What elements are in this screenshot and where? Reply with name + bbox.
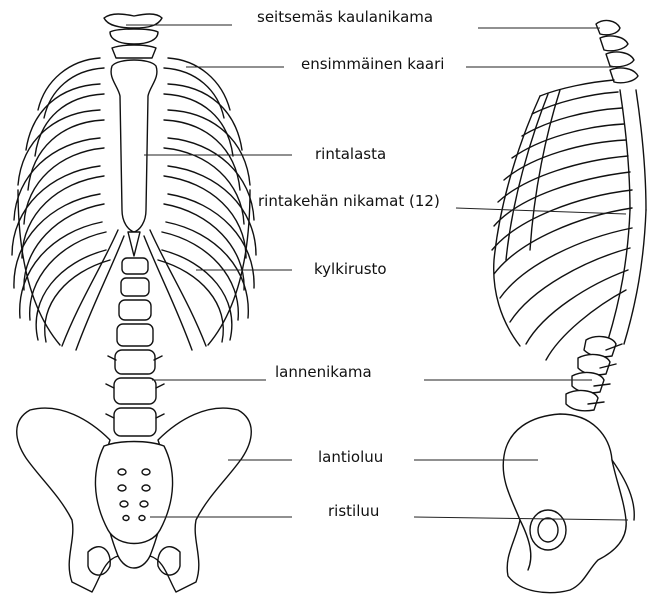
- label-sternum: rintalasta: [315, 145, 386, 163]
- label-lumbar-vertebra: lannenikama: [275, 363, 372, 381]
- sternum: [111, 60, 157, 232]
- side-spine: [566, 21, 646, 411]
- front-cervical: [104, 14, 162, 58]
- front-view: [12, 14, 256, 592]
- front-spine: [106, 258, 164, 436]
- side-view: [492, 21, 646, 593]
- label-cervical-vertebra: seitsemäs kaulanikama: [257, 8, 433, 26]
- label-thoracic-vertebrae: rintakehän nikamat (12): [258, 192, 440, 210]
- side-ribs: [492, 80, 632, 360]
- label-sacrum: ristiluu: [328, 502, 379, 520]
- label-first-rib: ensimmäinen kaari: [301, 55, 444, 73]
- side-pelvis: [503, 414, 634, 593]
- label-hip-bone: lantioluu: [318, 448, 383, 466]
- label-costal-cartilage: kylkirusto: [314, 260, 387, 278]
- xiphoid: [128, 232, 140, 256]
